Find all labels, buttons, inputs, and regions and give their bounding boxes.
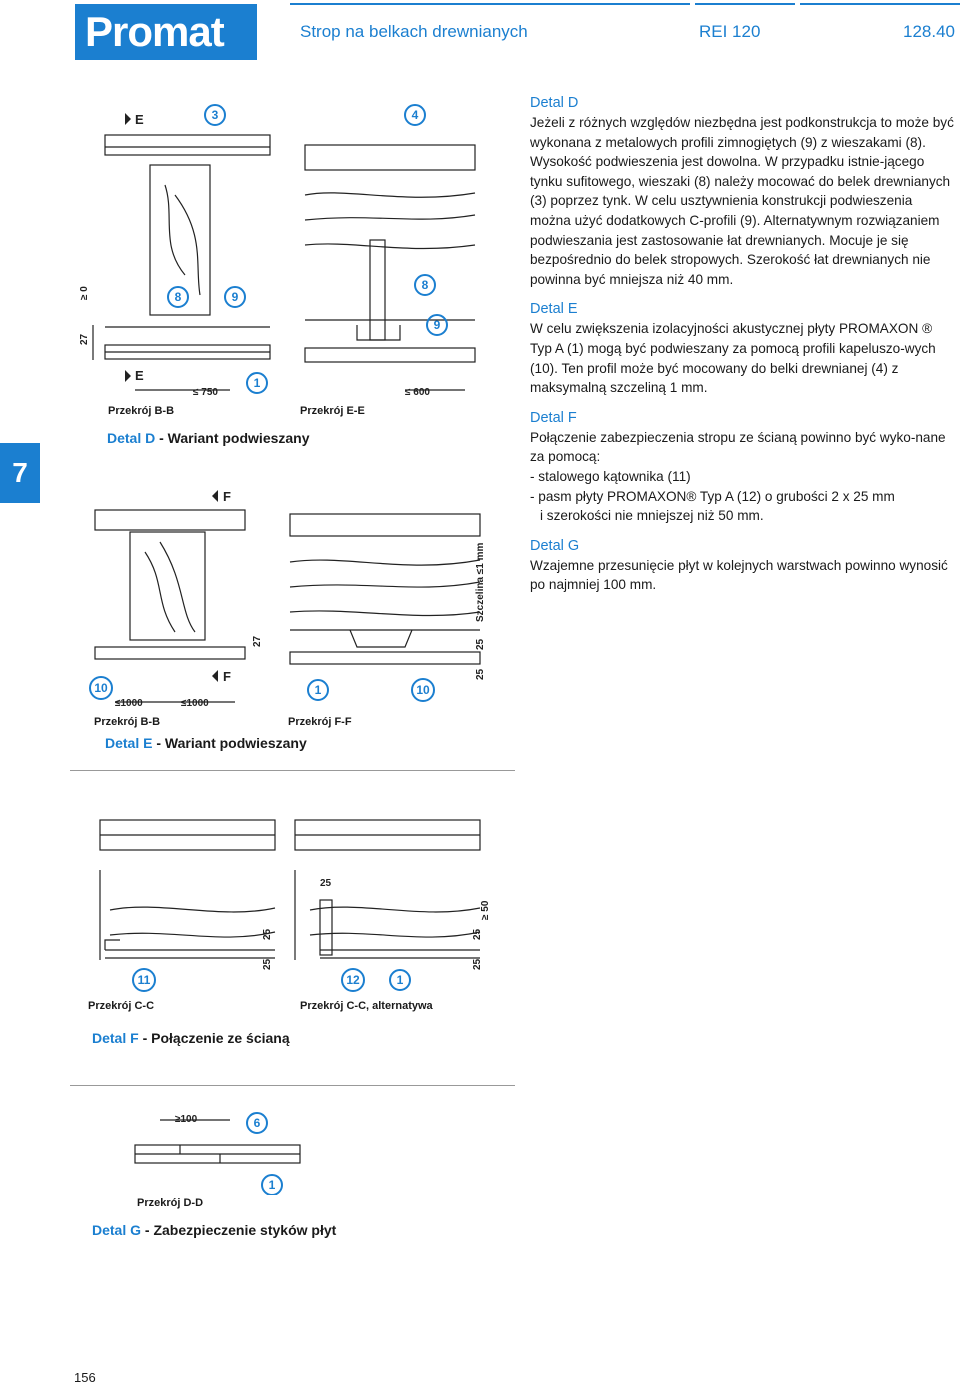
- description-column: Detal D Jeżeli z różnych względów niezbę…: [530, 93, 955, 605]
- header-rating: REI 120: [699, 22, 761, 41]
- header-rule: [800, 3, 960, 5]
- page-number: 156: [74, 1370, 96, 1385]
- dimension-label: 25: [320, 878, 332, 889]
- header-rule: [695, 3, 795, 5]
- callout-number: 1: [269, 1178, 276, 1192]
- section-label: Przekrój C-C: [88, 1000, 155, 1012]
- detal-g-caption: Detal G - Zabezpieczenie styków płyt: [92, 1222, 337, 1238]
- dimension-label: ≥ 0: [79, 286, 90, 300]
- section-label: Przekrój B-B: [94, 716, 161, 728]
- callout-number: 10: [416, 683, 430, 697]
- dimension-label: 25: [475, 638, 486, 650]
- dimension-label: 25: [472, 958, 483, 970]
- divider: [70, 1085, 515, 1086]
- detal-f-item: i szerokości nie mniejszej niż 50 mm.: [540, 508, 764, 524]
- promat-logo: Promat: [75, 4, 257, 60]
- detal-f-item: - pasm płyty PROMAXON® Typ A (12) o grub…: [530, 488, 895, 504]
- dimension-label: ≥ 50: [480, 900, 491, 920]
- callout-number: 3: [212, 108, 219, 122]
- detal-d-drawing: E E 27 ≥ 0 ≤ 750 ≤ 600 3 4 8 9 1 8 9: [79, 104, 476, 398]
- callout-number: 1: [315, 683, 322, 697]
- callout-number: 10: [94, 681, 108, 695]
- section-label: Przekrój F-F: [288, 716, 352, 728]
- section-label: Przekrój E-E: [300, 405, 365, 417]
- section-label: Przekrój C-C, alternatywa: [300, 1000, 433, 1012]
- dimension-label: 27: [252, 635, 263, 647]
- callout-number: 8: [175, 290, 182, 304]
- detal-e-caption: Detal E - Wariant podwieszany: [105, 735, 307, 751]
- callout-number: 12: [346, 973, 360, 987]
- dimension-label: ≤ 750: [193, 387, 218, 398]
- detal-f-caption: Detal F - Połączenie ze ścianą: [92, 1030, 290, 1046]
- callout-number: 8: [422, 278, 429, 292]
- section-marker: F: [223, 669, 231, 684]
- dimension-label: ≤ 600: [405, 387, 430, 398]
- divider: [70, 770, 515, 771]
- callout-number: 11: [138, 973, 151, 987]
- detal-g-text: Wzajemne przesunięcie płyt w kolejnych w…: [530, 557, 948, 593]
- detal-d-caption: Detal D - Wariant podwieszany: [107, 430, 310, 446]
- detal-e-heading: Detal E: [530, 301, 578, 318]
- dimension-label: 25: [475, 668, 486, 680]
- header-title: Strop na belkach drewnianych: [300, 22, 528, 41]
- section-label: Przekrój D-D: [137, 1197, 204, 1209]
- dimension-label: 27: [79, 333, 90, 345]
- callout-number: 1: [397, 973, 404, 987]
- dimension-label: 25: [262, 958, 273, 970]
- section-marker: F: [223, 489, 231, 504]
- dimension-label: 25: [262, 928, 273, 940]
- gap-label: Szczelina ≤1 mm: [475, 542, 486, 622]
- detal-f-heading: Detal F: [530, 409, 577, 426]
- detal-f-drawing: 25 25 25 25 25 ≥ 50 11 12 1: [99, 819, 491, 992]
- callout-number: 1: [254, 376, 261, 390]
- detal-f-item: - stalowego kątownika (11): [530, 468, 691, 484]
- header-rule: [290, 3, 690, 5]
- chapter-tab: 7: [0, 443, 40, 503]
- callout-number: 9: [434, 318, 441, 332]
- detal-e-text: W celu zwiększenia izolacyjności akustyc…: [530, 321, 936, 396]
- section-marker: E: [135, 112, 144, 127]
- detal-e-drawing: F F ≤1000 ≤1000 27 25 25 Szczelina ≤1 mm…: [89, 489, 486, 709]
- dimension-label: ≤1000: [181, 698, 209, 709]
- dimension-label: 25: [472, 928, 483, 940]
- section-label: Przekrój B-B: [108, 405, 175, 417]
- detal-g-drawing: ≥100 6 1: [134, 1112, 301, 1195]
- dimension-label: ≤1000: [115, 698, 143, 709]
- callout-number: 4: [412, 108, 419, 122]
- detal-d-heading: Detal D: [530, 95, 579, 111]
- header-code: 128.40: [903, 22, 955, 41]
- section-marker: E: [135, 368, 144, 383]
- detal-g-heading: Detal G: [530, 537, 580, 554]
- detal-d-text: Jeżeli z różnych względów niezbędna jest…: [530, 115, 954, 287]
- dimension-label: ≥100: [175, 1114, 198, 1125]
- detal-f-text: Połączenie zabezpieczenia stropu ze ścia…: [530, 429, 946, 465]
- callout-number: 6: [254, 1116, 261, 1130]
- callout-number: 9: [232, 290, 239, 304]
